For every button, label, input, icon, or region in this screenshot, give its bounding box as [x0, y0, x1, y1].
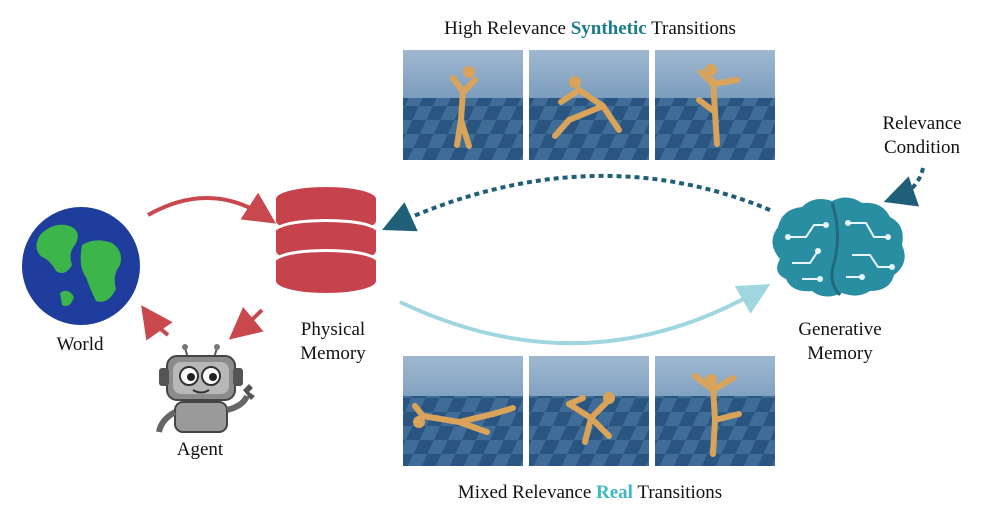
brain-icon [772, 197, 905, 297]
title-keyword-real: Real [596, 482, 633, 503]
synthetic-frame-3 [655, 50, 775, 160]
title-suffix: Transitions [646, 18, 736, 39]
arrow-generative-to-physical [382, 173, 771, 232]
physical-memory-label: Physical Memory [278, 318, 388, 366]
arrow-memory-to-agent [228, 306, 264, 340]
synthetic-transitions-title: High Relevance Synthetic Transitions [380, 17, 800, 41]
arrow-physical-to-generative [399, 284, 771, 346]
real-frame-3 [655, 356, 775, 466]
real-frame-1 [403, 356, 523, 466]
globe-icon [22, 207, 140, 325]
arrow-agent-to-world [141, 305, 173, 341]
title-prefix: High Relevance [444, 18, 571, 39]
relevance-condition-label: Relevance Condition [866, 112, 978, 160]
relevance-condition-line2: Condition [883, 137, 960, 158]
physical-memory-line1: Physical [300, 319, 366, 340]
arrow-condition-to-generative [883, 167, 925, 207]
generative-memory-label: Generative Memory [775, 318, 905, 366]
generative-memory-line2: Memory [807, 343, 873, 364]
robot-icon [156, 344, 255, 433]
real-transitions-title: Mixed Relevance Real Transitions [380, 481, 800, 505]
agent-label: Agent [176, 439, 224, 460]
relevance-condition-line1: Relevance [882, 113, 962, 134]
synthetic-frame-2 [529, 50, 649, 160]
generative-memory-line1: Generative [798, 319, 882, 340]
database-icon [276, 187, 376, 293]
title-prefix-real: Mixed Relevance [457, 482, 597, 503]
world-label: World [56, 334, 104, 355]
arrow-world-to-memory [147, 192, 277, 224]
synthetic-frame-1 [403, 50, 523, 160]
title-keyword-synthetic: Synthetic [570, 18, 647, 39]
physical-memory-line2: Memory [300, 343, 366, 364]
title-suffix-real: Transitions [632, 482, 723, 503]
real-frame-2 [529, 356, 649, 466]
